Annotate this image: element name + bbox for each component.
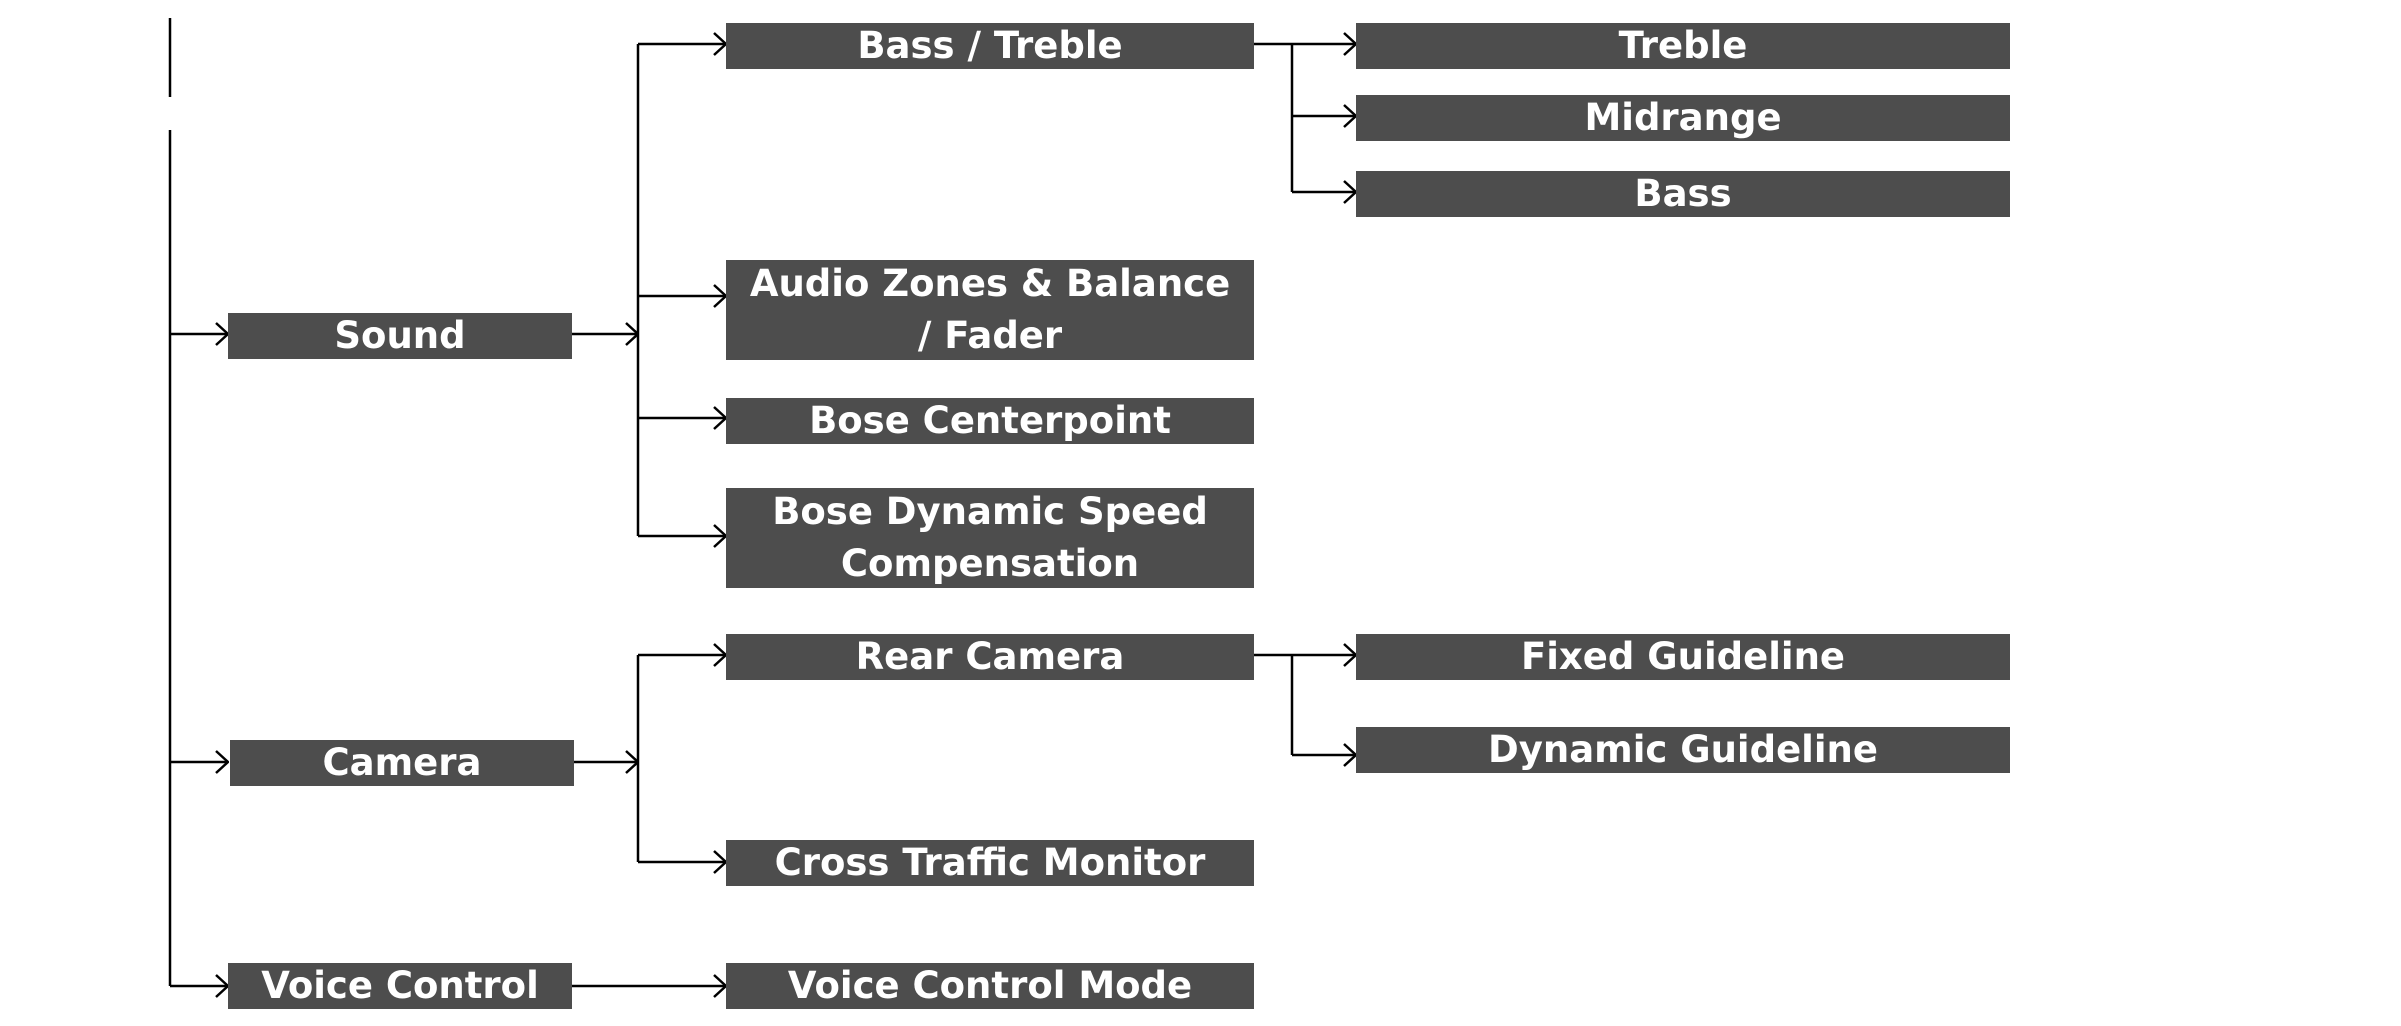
node-voice-control: Voice Control [228, 963, 572, 1009]
node-fixed-guideline: Fixed Guideline [1356, 634, 2010, 680]
node-midrange: Midrange [1356, 95, 2010, 141]
node-audio-zones-balance-fader: Audio Zones & Balance / Fader [726, 260, 1254, 360]
node-camera: Camera [230, 740, 574, 786]
node-cross-traffic-monitor: Cross Traffic Monitor [726, 840, 1254, 886]
node-sound: Sound [228, 313, 572, 359]
node-voice-control-mode: Voice Control Mode [726, 963, 1254, 1009]
node-bass-treble: Bass / Treble [726, 23, 1254, 69]
node-dynamic-guideline: Dynamic Guideline [1356, 727, 2010, 773]
node-bass: Bass [1356, 171, 2010, 217]
node-rear-camera: Rear Camera [726, 634, 1254, 680]
node-bose-dynamic-speed-compensation: Bose Dynamic Speed Compensation [726, 488, 1254, 588]
node-treble: Treble [1356, 23, 2010, 69]
node-bose-centerpoint: Bose Centerpoint [726, 398, 1254, 444]
